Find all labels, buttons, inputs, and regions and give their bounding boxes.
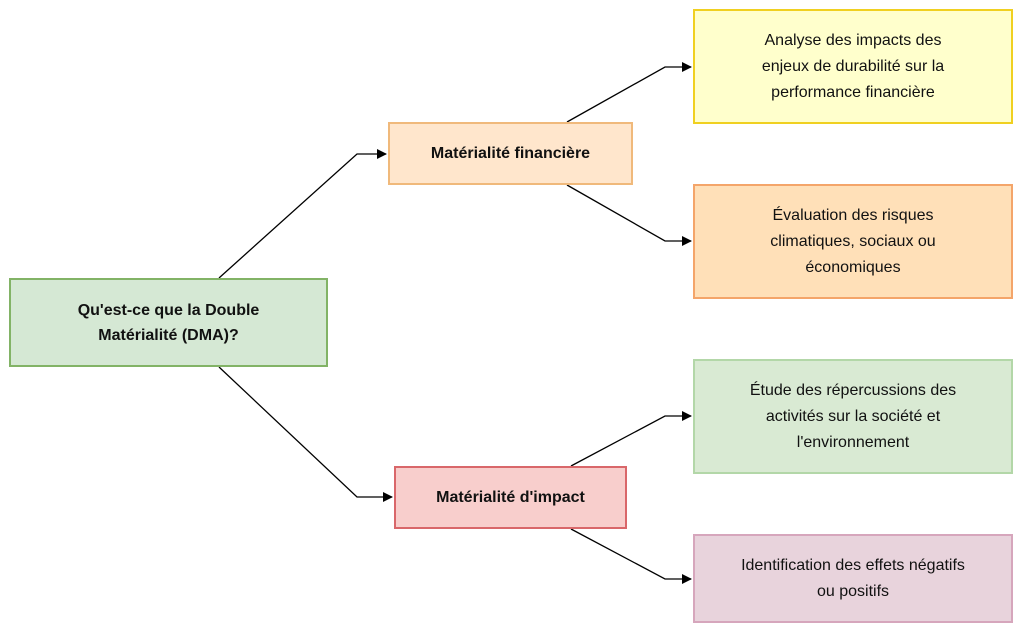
leaf-node-label: Étude des répercussions des activités su… xyxy=(749,381,957,451)
connector-root-to-impact xyxy=(218,366,393,502)
leaf-node-financial-performance: Analyse des impacts des enjeux de durabi… xyxy=(693,9,1013,124)
branch-node-impact-materiality: Matérialité d'impact xyxy=(394,466,627,529)
leaf-node-society-environment: Étude des répercussions des activités su… xyxy=(693,359,1013,474)
branch-node-financial-materiality: Matérialité financière xyxy=(388,122,633,185)
branch-node-label: Matérialité financière xyxy=(430,145,591,162)
root-node-dma: Qu'est-ce que la Double Matérialité (DMA… xyxy=(9,278,328,367)
leaf-node-risk-evaluation: Évaluation des risques climatiques, soci… xyxy=(693,184,1013,299)
connector-financial-to-leaf-1 xyxy=(566,62,692,123)
leaf-node-effects-identification: Identification des effets négatifs ou po… xyxy=(693,534,1013,623)
root-node-label: Qu'est-ce que la Double Matérialité (DMA… xyxy=(77,301,260,344)
leaf-node-label: Analyse des impacts des enjeux de durabi… xyxy=(761,31,945,101)
connector-impact-to-leaf-4 xyxy=(570,528,692,584)
connector-root-to-financial xyxy=(218,149,387,279)
leaf-node-label: Identification des effets négatifs ou po… xyxy=(741,556,965,600)
branch-node-label: Matérialité d'impact xyxy=(436,489,585,506)
connector-financial-to-leaf-2 xyxy=(566,184,692,246)
connector-impact-to-leaf-3 xyxy=(570,411,692,467)
leaf-node-label: Évaluation des risques climatiques, soci… xyxy=(770,206,936,276)
